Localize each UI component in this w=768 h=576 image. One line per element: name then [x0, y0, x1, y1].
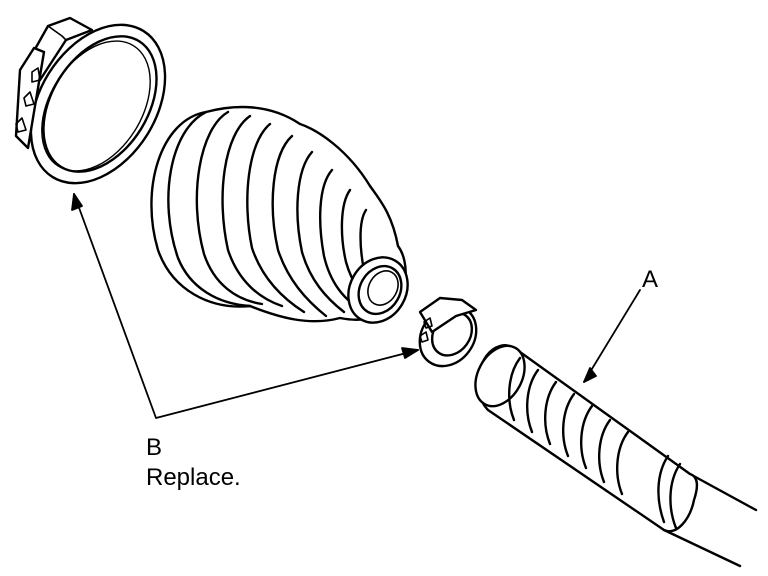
driveshaft: [474, 344, 758, 568]
callout-note-replace: Replace.: [146, 464, 241, 491]
cv-boot: [150, 105, 409, 324]
large-boot-band: [14, 16, 167, 185]
arrowhead-b-large: [71, 193, 83, 211]
small-boot-band: [418, 296, 478, 368]
callout-label-a: A: [642, 266, 659, 293]
leader-lines: [71, 193, 641, 419]
arrowhead-b-small: [401, 347, 419, 359]
arrowhead-a: [583, 367, 597, 383]
callout-label-b: B: [146, 434, 163, 461]
